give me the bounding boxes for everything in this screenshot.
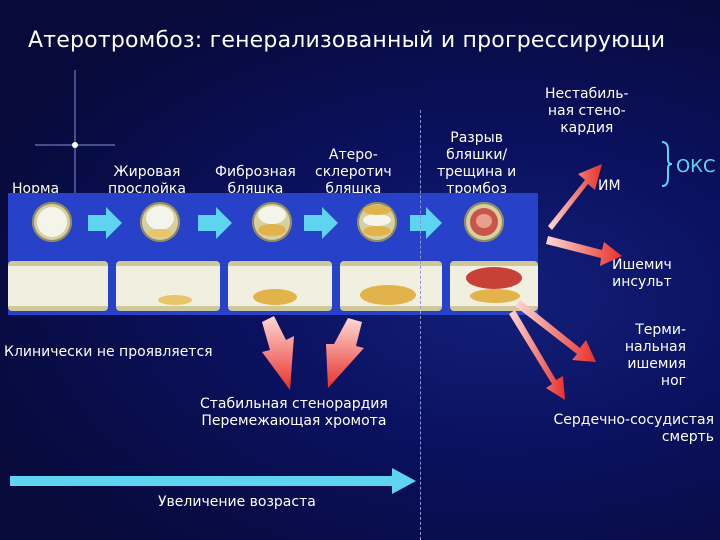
arrow-down-right bbox=[326, 318, 364, 388]
outcome-cv-death: Сердечно-сосудистая смерть bbox=[553, 412, 715, 445]
acs-label: ОКС bbox=[676, 156, 716, 177]
progression-strip bbox=[8, 193, 538, 315]
outcome-limb-ischemia: Терми- нальная ишемия ног bbox=[624, 322, 686, 389]
vessel-cross-section-rupture bbox=[450, 199, 520, 249]
clinical-stable-label: Стабильная стенорардия Перемежающая хром… bbox=[200, 396, 388, 429]
arrow-down-left bbox=[262, 316, 294, 390]
arrow-to-mi bbox=[548, 164, 602, 230]
clinical-silent-label: Клинически не проявляется bbox=[4, 344, 213, 360]
arrow-4 bbox=[410, 207, 442, 239]
progression-arrows bbox=[88, 207, 442, 239]
arrow-to-death bbox=[509, 310, 565, 400]
outcome-unstable-angina: Нестабиль- ная стено- кардия bbox=[545, 86, 629, 136]
vessel-cross-section-athero bbox=[343, 199, 413, 249]
vessel-long-norm bbox=[8, 261, 108, 311]
outcome-mi: ИМ bbox=[598, 178, 621, 194]
arrow-to-limb bbox=[515, 300, 596, 362]
arrow-2 bbox=[198, 207, 232, 239]
age-arrow bbox=[10, 468, 416, 494]
vessel-cross-section-fatty bbox=[126, 199, 196, 249]
arrow-to-stroke bbox=[546, 236, 622, 266]
age-label: Увеличение возраста bbox=[158, 494, 316, 510]
brace-icon bbox=[661, 141, 673, 187]
vessel-cross-section-norm bbox=[18, 199, 88, 249]
arrow-1 bbox=[88, 207, 122, 239]
divider-dashed-line bbox=[420, 110, 421, 540]
slide-title: Атеротромбоз: генерализованный и прогрес… bbox=[28, 28, 666, 53]
outcome-stroke: Ишемич инсульт bbox=[612, 257, 672, 290]
arrow-3 bbox=[304, 207, 338, 239]
vessel-cross-section-fibrous bbox=[238, 199, 308, 249]
